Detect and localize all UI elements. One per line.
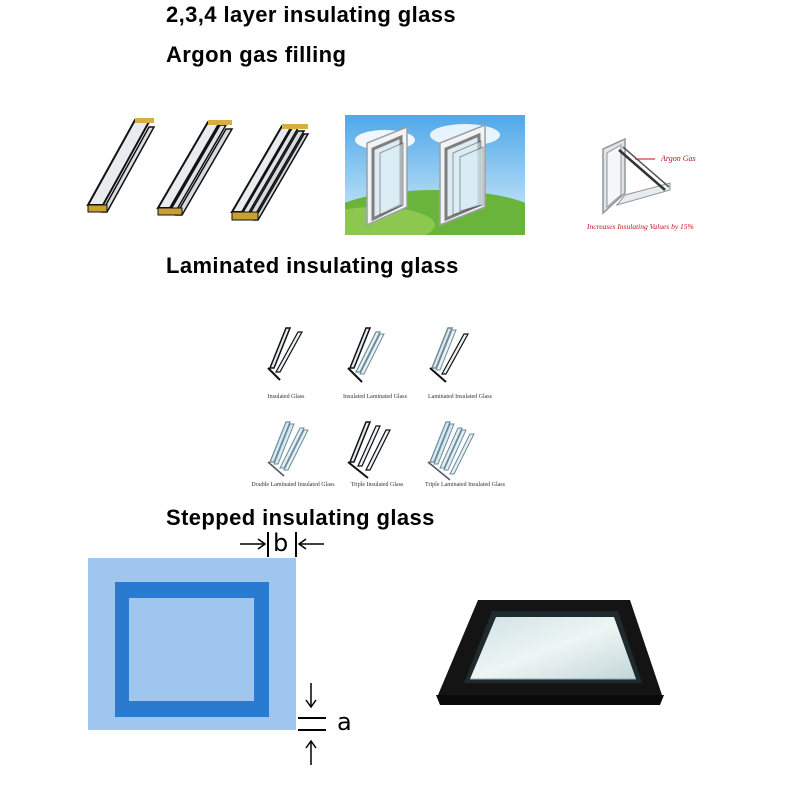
stepped-glass-inner-pane (129, 598, 254, 701)
stepped-glass-unit-render (436, 600, 664, 705)
double-laminated-insulated-glass-icon (267, 421, 309, 477)
caption-insulated-glass: Insulated Glass (267, 394, 305, 400)
argon-gas-label: Argon Gas (661, 154, 696, 163)
multi-layer-glass-illustration (86, 118, 310, 221)
dimension-b-markers (240, 532, 324, 557)
dimension-a-markers (298, 683, 326, 765)
insulated-laminated-glass-icon (347, 327, 385, 383)
heading-stepped-insulating-glass: Stepped insulating glass (166, 505, 435, 530)
triple-laminated-insulated-glass-icon (427, 421, 475, 481)
caption-triple-laminated-insulated-glass: Triple Laminated Insulated Glass (425, 482, 505, 488)
caption-triple-insulated-glass: Triple Insulated Glass (350, 482, 404, 488)
caption-insulated-laminated-glass: Insulated Laminated Glass (343, 394, 407, 400)
laminated-insulated-glass-icon (429, 327, 470, 383)
heading-layer-insulating-glass: 2,3,4 layer insulating glass (166, 2, 456, 27)
caption-double-laminated-insulated-glass: Double Laminated Insulated Glass (251, 482, 335, 488)
window-profile-landscape-illustration (345, 115, 525, 235)
heading-argon-gas-filling: Argon gas filling (166, 42, 347, 67)
triple-insulated-glass-icon (347, 421, 391, 479)
triple-pane-glass (156, 120, 234, 216)
argon-window-section-illustration (602, 137, 671, 215)
argon-insulating-note: Increases Insulating Values by 15% (587, 222, 694, 231)
heading-laminated-insulating-glass: Laminated insulating glass (166, 253, 459, 278)
dimension-b-label: b (273, 529, 289, 557)
window-profile-right (439, 123, 486, 227)
insulated-glass-icon (267, 327, 304, 381)
dimension-a-label: a (337, 708, 352, 736)
window-profile-left (366, 125, 408, 227)
caption-laminated-insulated-glass: Laminated Insulated Glass (428, 394, 492, 400)
laminated-glass-types-grid (267, 327, 475, 481)
double-pane-glass (86, 118, 156, 213)
quad-pane-glass (230, 124, 310, 221)
